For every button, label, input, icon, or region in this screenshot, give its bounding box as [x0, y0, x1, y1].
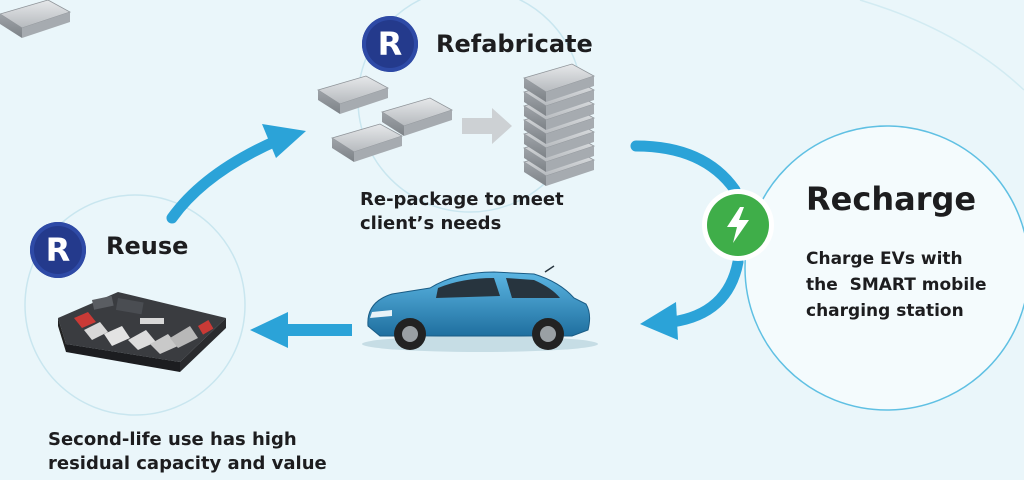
reuse-description: Second-life use has high residual capaci… — [48, 428, 327, 476]
recharge-description-line-1: Charge EVs with — [806, 249, 963, 269]
reuse-description-line-1: Second-life use has high — [48, 429, 297, 450]
arrow-from-recharge-head — [640, 302, 678, 340]
arrow-to-recharge — [630, 140, 741, 196]
recharge-circle — [744, 125, 1024, 411]
arrow-to-reuse-head — [250, 312, 288, 348]
reuse-circle — [24, 194, 246, 416]
refabricate-title: Refabricate — [436, 30, 593, 58]
refabricate-description: Re-package to meet client’s needs — [360, 188, 564, 236]
lightning-bolt-icon — [707, 194, 769, 256]
battery-module — [0, 0, 71, 38]
reuse-badge-icon: R — [30, 222, 86, 278]
refabricate-description-line-2: client’s needs — [360, 213, 502, 234]
recharge-title: Recharge — [806, 180, 977, 218]
refabricate-description-line-1: Re-package to meet — [360, 189, 564, 210]
recharge-description-line-2: the SMART mobile — [806, 275, 987, 295]
reuse-description-line-2: residual capacity and value — [48, 453, 327, 474]
arrow-to-refabricate-head — [262, 124, 306, 158]
reuse-title: Reuse — [106, 232, 189, 260]
reuse-badge-letter: R — [45, 231, 71, 269]
arrow-to-reuse-shaft — [282, 324, 352, 336]
recharge-description: Charge EVs with the SMART mobile chargin… — [806, 246, 987, 324]
refabricate-badge-letter: R — [377, 25, 403, 63]
arrow-to-refabricate — [166, 134, 284, 224]
repackage-arrow — [462, 108, 512, 144]
refabricate-badge-icon: R — [362, 16, 418, 72]
recharge-description-line-3: charging station — [806, 301, 964, 321]
arrow-from-recharge — [666, 256, 744, 328]
top-right-arc — [859, 0, 1024, 91]
